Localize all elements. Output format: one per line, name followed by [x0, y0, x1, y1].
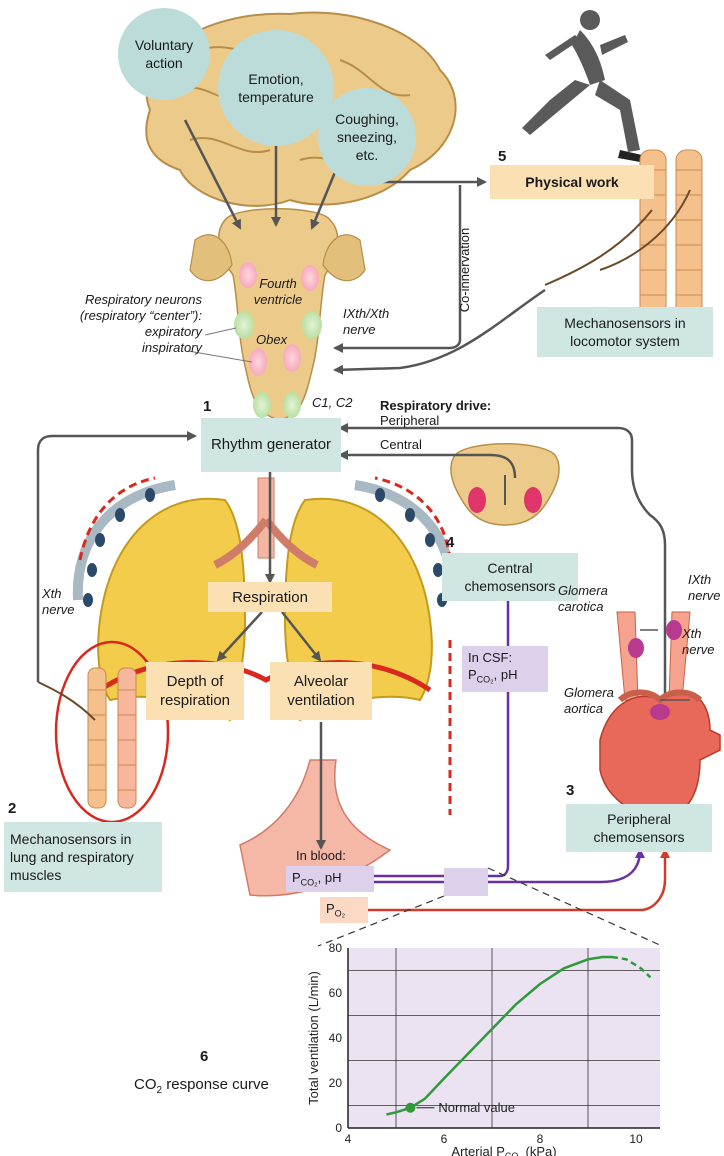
blood-pco2-box: PCO₂, pH [286, 866, 374, 892]
rhythm-generator-box: Rhythm generator [201, 418, 341, 472]
blood-po2-box: PO₂ [320, 897, 368, 923]
physical-work-box: Physical work [490, 165, 654, 199]
fourth-ventricle-label: Fourth ventricle [248, 276, 308, 308]
inset-source-highlight [444, 868, 488, 896]
blood-po2-p: P [326, 901, 335, 916]
csf-pco2-ph: PCO₂, pH [468, 666, 542, 689]
voluntary-action-label: Voluntary action [126, 36, 202, 72]
central-drive-label: Central [380, 437, 422, 453]
xth-nerve-left-label: Xth nerve [42, 586, 92, 618]
mechanosensors-lung-box: Mechanosensors in lung and respiratory m… [4, 822, 162, 892]
ixth-nerve-right-label: IXth nerve [688, 572, 722, 604]
curve-number: 6 [200, 1048, 208, 1065]
chart-ytick-label-3: 60 [329, 986, 343, 1000]
csf-box: In CSF: PCO₂, pH [462, 646, 548, 692]
blood-p: P [292, 870, 301, 885]
inspiratory-label: inspiratory [42, 340, 202, 356]
chart-xtick-label-1: 6 [441, 1132, 448, 1146]
glomera-carotica-line1: Glomera [558, 583, 618, 599]
rhythm-number: 1 [203, 398, 211, 415]
chart-normal-value-point [405, 1103, 415, 1113]
csf-p: P [468, 667, 477, 682]
blood-o2-sub: O₂ [335, 909, 346, 919]
glomera-aortica-label: Glomera aortica [564, 685, 624, 717]
ixth-label: IXth [688, 572, 722, 588]
physical-work-label: Physical work [525, 173, 618, 192]
co-innervation-label: Co-innervation [457, 215, 473, 325]
brainstem-illustration [188, 209, 365, 420]
chart-ytick-label-1: 20 [329, 1076, 343, 1090]
chart-ytick-label-0: 0 [335, 1121, 342, 1135]
inset-guide-right [488, 868, 662, 946]
voluntary-action-circle: Voluntary action [118, 8, 210, 100]
alveolar-ventilation-label: Alveolar ventilation [274, 672, 368, 710]
co2-title-post: response curve [162, 1076, 269, 1093]
respiratory-neurons-line2: (respiratory “center”): [42, 308, 202, 324]
mechano-lung-number: 2 [8, 800, 16, 817]
expiratory-label: expiratory [42, 324, 202, 340]
chart-xtick-label-3: 10 [629, 1132, 643, 1146]
co2-response-title: CO2 response curve [134, 1077, 269, 1099]
glomera-carotica-label: Glomera carotica [558, 583, 618, 615]
chart-ytick-label-4: 80 [329, 941, 343, 955]
chart-ytick-label-2: 40 [329, 1031, 343, 1045]
peripheral-chemosensors-box: Peripheral chemosensors [566, 804, 712, 852]
depth-respiration-label: Depth of respiration [150, 672, 240, 710]
depth-respiration-box: Depth of respiration [146, 662, 244, 720]
emotion-temperature-circle: Emotion, temperature [218, 30, 334, 146]
csf-co2-sub: CO₂ [477, 675, 494, 685]
glomera-carotica-line2: carotica [558, 599, 618, 615]
respiratory-neurons-label: Respiratory neurons (respiratory “center… [42, 292, 202, 356]
respiratory-neurons-line1: Respiratory neurons [42, 292, 202, 308]
chart-x-axis-label: Arterial PCO₂ (kPa) [451, 1144, 556, 1156]
xth-label: Xth [682, 626, 722, 642]
peripheral-chemosensors-label: Peripheral chemosensors [572, 810, 706, 846]
co2-title-pre: CO [134, 1076, 157, 1093]
ix-x-nerve-label: IXth/Xth nerve [343, 306, 413, 338]
ixth-nerve-word: nerve [688, 588, 722, 604]
physical-work-number: 5 [498, 148, 506, 165]
respiratory-drive-title: Respiratory drive: [380, 398, 491, 414]
glomera-aortica-line2: aortica [564, 701, 624, 717]
alveolar-ventilation-box: Alveolar ventilation [270, 662, 372, 720]
peripheral-chemo-number: 3 [566, 782, 574, 799]
respiration-label: Respiration [232, 588, 308, 607]
csf-label: In CSF: [468, 649, 542, 666]
obex-label: Obex [256, 332, 287, 348]
respiration-box: Respiration [208, 582, 332, 612]
blood-ph: , pH [318, 870, 342, 885]
rhythm-generator-label: Rhythm generator [211, 436, 331, 454]
glomera-aortica-line1: Glomera [564, 685, 624, 701]
blood-co2-sub: CO₂ [301, 878, 318, 888]
coughing-sneezing-circle: Coughing, sneezing, etc. [318, 88, 416, 186]
mechanosensors-locomotor-label: Mechanosensors in locomotor system [543, 314, 707, 350]
c1-c2-label: C1, C2 [312, 395, 352, 411]
chart-y-axis-label: Total ventilation (L/min) [306, 971, 321, 1105]
mechanosensors-lung-label: Mechanosensors in lung and respiratory m… [10, 830, 156, 884]
peripheral-drive-label: Peripheral [380, 413, 439, 429]
emotion-temperature-label: Emotion, temperature [226, 70, 326, 106]
csf-ph: , pH [494, 667, 518, 682]
coughing-sneezing-label: Coughing, sneezing, etc. [326, 110, 408, 164]
chart-normal-value-label: Normal value [438, 1100, 515, 1115]
runner-illustration [522, 10, 642, 162]
mechanosensors-locomotor-box: Mechanosensors in locomotor system [537, 307, 713, 357]
xth-nerve-right-label: Xth nerve [682, 626, 722, 658]
central-chemo-number: 4 [446, 534, 454, 551]
in-blood-label: In blood: [296, 848, 346, 864]
xth-nerve-word: nerve [682, 642, 722, 658]
central-chemosensors-label: Central chemosensors [448, 559, 572, 595]
chart-xtick-label-0: 4 [345, 1132, 352, 1146]
